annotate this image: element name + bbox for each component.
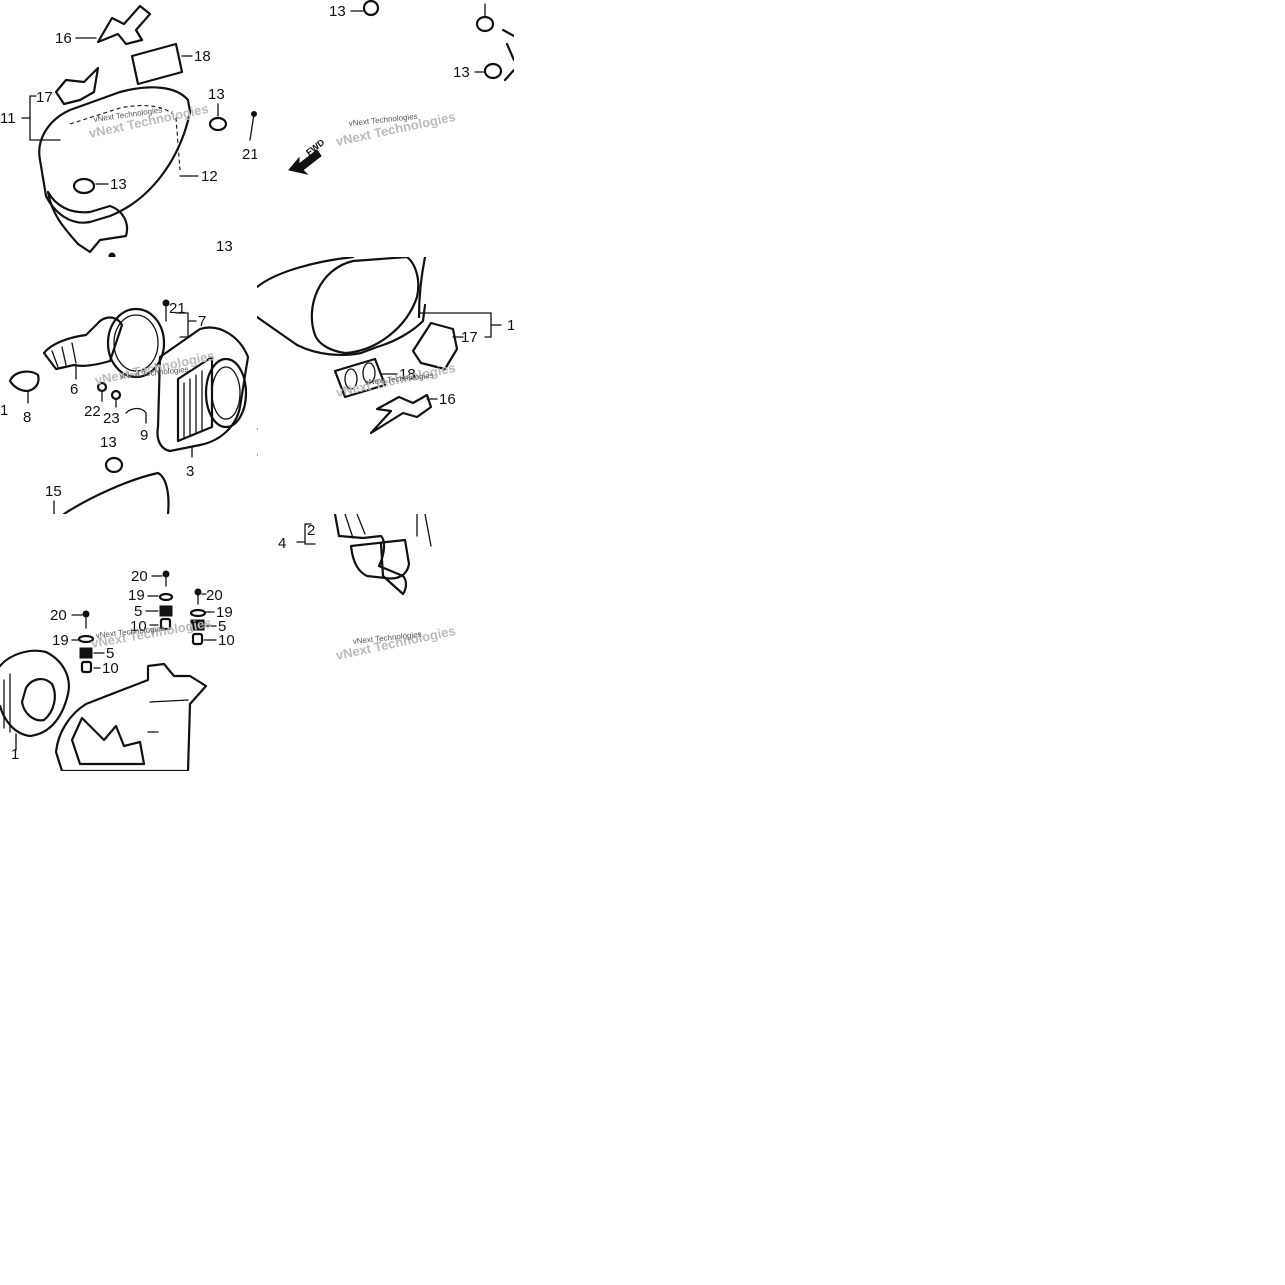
tank-emblems-drawing: 1 17 18 16 vNext Technologies vNext Tech… (257, 257, 514, 456)
collar-part (159, 617, 172, 631)
callout-label: 21 (169, 300, 186, 317)
tile-air-cleaner: 21 7 6 8 1 22 (0, 257, 257, 514)
grommet-part (159, 605, 173, 617)
tile-fasteners: 20 19 5 10 20 19 (0, 514, 257, 771)
diagram-tile-grid: 16 18 17 11 13 (0, 0, 514, 771)
callout-label: 1 (507, 317, 514, 334)
callout-label: 5 (106, 645, 114, 662)
callout-label: 13 (329, 3, 346, 20)
callout-label: 17 (36, 89, 53, 106)
nut-part (110, 389, 122, 401)
callout-label: 16 (55, 30, 72, 47)
grommet-part (483, 62, 503, 80)
tile-grommets: 13 13 FWD vNext Technologies vNext Techn… (257, 0, 514, 257)
fwd-arrow-icon (288, 149, 322, 175)
grommets-drawing: 13 13 FWD vNext Technologies vNext Techn… (288, 0, 514, 175)
callout-label: 19 (52, 632, 69, 649)
callout-label: 3 (186, 463, 194, 480)
grommet-part (72, 177, 96, 195)
washer-part (77, 634, 95, 644)
callout-label: 2 (307, 522, 315, 539)
collar-part (80, 660, 93, 674)
tank-body-part (310, 257, 420, 355)
air-cleaner-drawing: 21 7 6 8 1 22 (0, 299, 250, 514)
filter-end-part (204, 357, 248, 429)
cover-frame-part (333, 514, 408, 596)
tile-side-cover: 16 18 17 11 13 (0, 0, 257, 257)
tile-case-cover: 4 2 vNext Technologies vNext Technologie… (257, 514, 514, 771)
callout-label: 1 (0, 402, 8, 419)
grommet-part (208, 116, 228, 132)
callout-label: 15 (45, 483, 62, 500)
callout-label: 13 (110, 176, 127, 193)
fasteners-drawing: 20 19 5 10 20 19 (0, 568, 235, 771)
grommet-part (362, 0, 380, 17)
case-cover-drawing: 4 2 vNext Technologies vNext Technologie… (278, 514, 457, 663)
box-part (62, 471, 170, 514)
callout-label: 13 (100, 434, 117, 451)
callout-label: 17 (461, 329, 478, 346)
plate-part (130, 42, 184, 86)
callout-label: 12 (201, 168, 218, 185)
callout-label: 23 (103, 410, 120, 427)
callout-label: 18 (194, 48, 211, 65)
filter-element-part (176, 355, 214, 443)
xr-emblem-part (369, 393, 433, 435)
callout-label: 13 (216, 238, 233, 255)
callout-label: 20 (206, 587, 223, 604)
callout-label: 19 (128, 587, 145, 604)
callout-label: 5 (218, 618, 226, 635)
tank-outline-part (257, 257, 427, 357)
washer-part (189, 608, 207, 618)
grommet-part (79, 647, 93, 659)
case-part (54, 662, 208, 771)
callout-label: 10 (130, 618, 147, 635)
callout-label: 6 (70, 381, 78, 398)
foam-filter-part (0, 649, 70, 738)
grommet-part (190, 619, 205, 631)
clamp-part (8, 370, 40, 393)
callout-label: 1 (11, 746, 19, 763)
callout-label: 19 (216, 604, 233, 621)
sticker-part (54, 66, 100, 106)
tile-tank-emblems: 1 17 18 16 vNext Technologies vNext Tech… (257, 257, 514, 514)
callout-label: 13 (453, 64, 470, 81)
side-cover-part (38, 86, 192, 224)
callout-label: 8 (23, 409, 31, 426)
callout-label: 7 (198, 313, 206, 330)
grommet-part (104, 456, 124, 474)
xr-emblem-part (96, 4, 152, 46)
callout-label: 10 (218, 632, 235, 649)
callout-label: 5 (134, 603, 142, 620)
callout-label: 4 (278, 535, 286, 552)
housing-plate-part (156, 326, 250, 453)
grommet-part (475, 15, 495, 33)
cover-part (349, 538, 411, 580)
callout-label: 20 (50, 607, 67, 624)
ring-part (106, 307, 166, 379)
collar-part (191, 632, 204, 646)
callout-label: 20 (131, 568, 148, 585)
washer-part (158, 592, 174, 602)
side-cover-tab (46, 190, 129, 254)
callout-label: 9 (140, 427, 148, 444)
plate-80-part (333, 357, 387, 399)
callout-label: 16 (439, 391, 456, 408)
side-cover-drawing: 16 18 17 11 13 (0, 4, 257, 257)
callout-label: 10 (102, 660, 119, 677)
callout-label: 22 (84, 403, 101, 420)
xr80-emblem-part (411, 321, 459, 371)
callout-label: 11 (0, 110, 16, 127)
callout-label: 21 (242, 146, 257, 163)
callout-label: 18 (399, 366, 416, 383)
callout-label: 13 (208, 86, 225, 103)
